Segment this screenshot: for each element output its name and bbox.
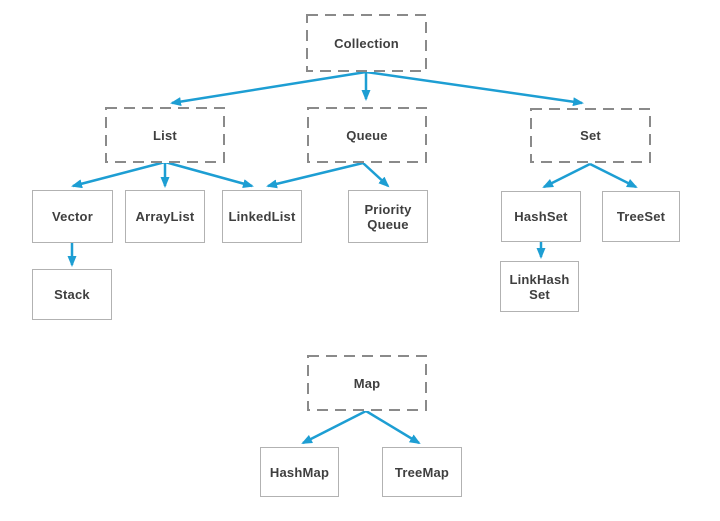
node-map: Map	[307, 355, 427, 411]
dashed-border	[306, 14, 427, 72]
node-linkhash-set: LinkHash Set	[500, 261, 579, 312]
edge-queue-linkedlist	[266, 161, 364, 189]
node-treeset: TreeSet	[602, 191, 680, 242]
node-hashset: HashSet	[501, 191, 581, 242]
dashed-border	[307, 107, 427, 163]
edge-list-linkedlist	[164, 160, 254, 188]
node-queue: Queue	[307, 107, 427, 163]
node-list: List	[105, 107, 225, 163]
edge-queue-priorityqueue	[362, 162, 390, 188]
node-priority-queue-label: Priority Queue	[364, 201, 412, 232]
edge-map-hashmap	[301, 409, 367, 445]
node-treeset-label: TreeSet	[616, 209, 666, 224]
node-linkhash-set-label: LinkHash Set	[509, 271, 570, 302]
node-stack: Stack	[32, 269, 112, 320]
node-vector-label: Vector	[52, 209, 93, 224]
node-set-label: Set	[580, 128, 601, 143]
edge-set-hashset	[542, 162, 591, 189]
node-queue-label: Queue	[346, 127, 388, 143]
dashed-border	[105, 107, 225, 163]
dashed-border	[307, 355, 427, 411]
node-arraylist-label: ArrayList	[135, 209, 195, 224]
node-list-label: List	[153, 127, 177, 143]
node-collection: Collection	[306, 14, 427, 72]
node-collection-label: Collection	[334, 35, 399, 51]
edge-set-treeset	[589, 162, 638, 189]
node-map-label: Map	[353, 375, 381, 391]
node-hashmap-label: HashMap	[269, 464, 330, 480]
node-arraylist: ArrayList	[125, 190, 205, 243]
edge-collection-list	[170, 70, 367, 107]
edge-list-vector	[71, 160, 166, 189]
node-linkedlist-label: LinkedList	[228, 209, 296, 224]
dashed-border	[530, 108, 651, 163]
node-set: Set	[530, 108, 651, 163]
node-linkedlist: LinkedList	[222, 190, 302, 243]
edge-map-treemap	[365, 409, 421, 445]
node-hashset-label: HashSet	[514, 209, 568, 224]
node-priority-queue: Priority Queue	[348, 190, 428, 243]
node-treemap: TreeMap	[382, 447, 462, 497]
node-treemap-label: TreeMap	[394, 464, 450, 480]
node-stack-label: Stack	[54, 287, 90, 302]
node-vector: Vector	[32, 190, 113, 243]
node-hashmap: HashMap	[260, 447, 339, 497]
edge-collection-set	[365, 70, 584, 107]
